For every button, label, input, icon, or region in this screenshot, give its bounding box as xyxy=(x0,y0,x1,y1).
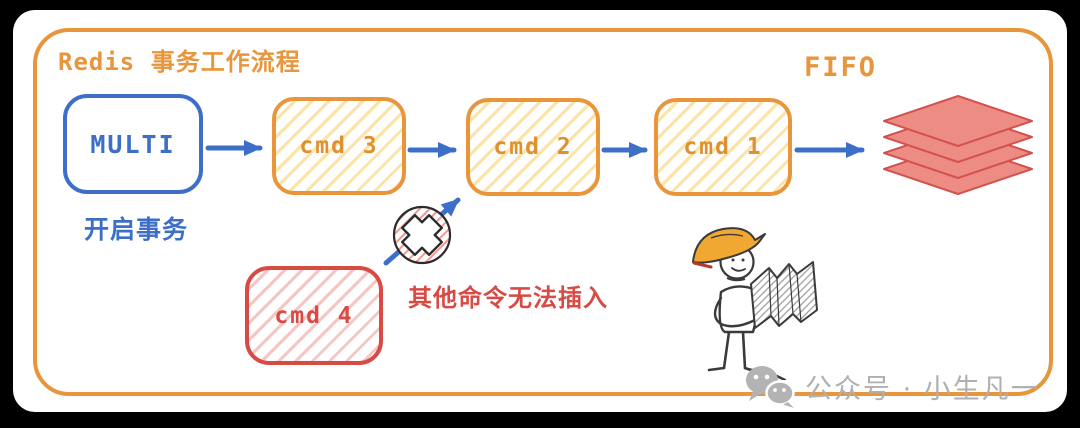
node-cmd1-label: cmd 1 xyxy=(683,134,763,160)
node-cmd1: cmd 1 xyxy=(654,98,792,196)
hard-hat-icon xyxy=(692,227,766,269)
map-icon xyxy=(750,261,818,329)
diagram-frame xyxy=(33,28,1053,396)
node-cmd3: cmd 3 xyxy=(272,97,406,195)
blocked-note: 其他命令无法插入 xyxy=(408,284,608,312)
node-cmd2-label: cmd 2 xyxy=(493,134,573,160)
diagram-card xyxy=(13,10,1067,412)
blocked-cross-icon xyxy=(392,205,452,265)
fifo-label: FIFO xyxy=(804,52,878,83)
diagram-title: Redis 事务工作流程 xyxy=(58,48,301,76)
multi-caption: 开启事务 xyxy=(84,215,189,244)
wechat-icon xyxy=(746,366,795,408)
watermark: 公众号 · 小生凡一 xyxy=(745,363,1040,409)
node-cmd4-label: cmd 4 xyxy=(274,302,354,329)
node-multi: MULTI xyxy=(63,94,203,194)
node-cmd2: cmd 2 xyxy=(466,98,600,196)
node-cmd3-label: cmd 3 xyxy=(299,133,379,159)
node-cmd4: cmd 4 xyxy=(245,266,383,365)
worker-with-map-illustration xyxy=(692,227,818,380)
node-multi-label: MULTI xyxy=(90,129,176,159)
watermark-text: 公众号 · 小生凡一 xyxy=(805,373,1040,405)
fifo-stack-icon xyxy=(883,95,1033,195)
